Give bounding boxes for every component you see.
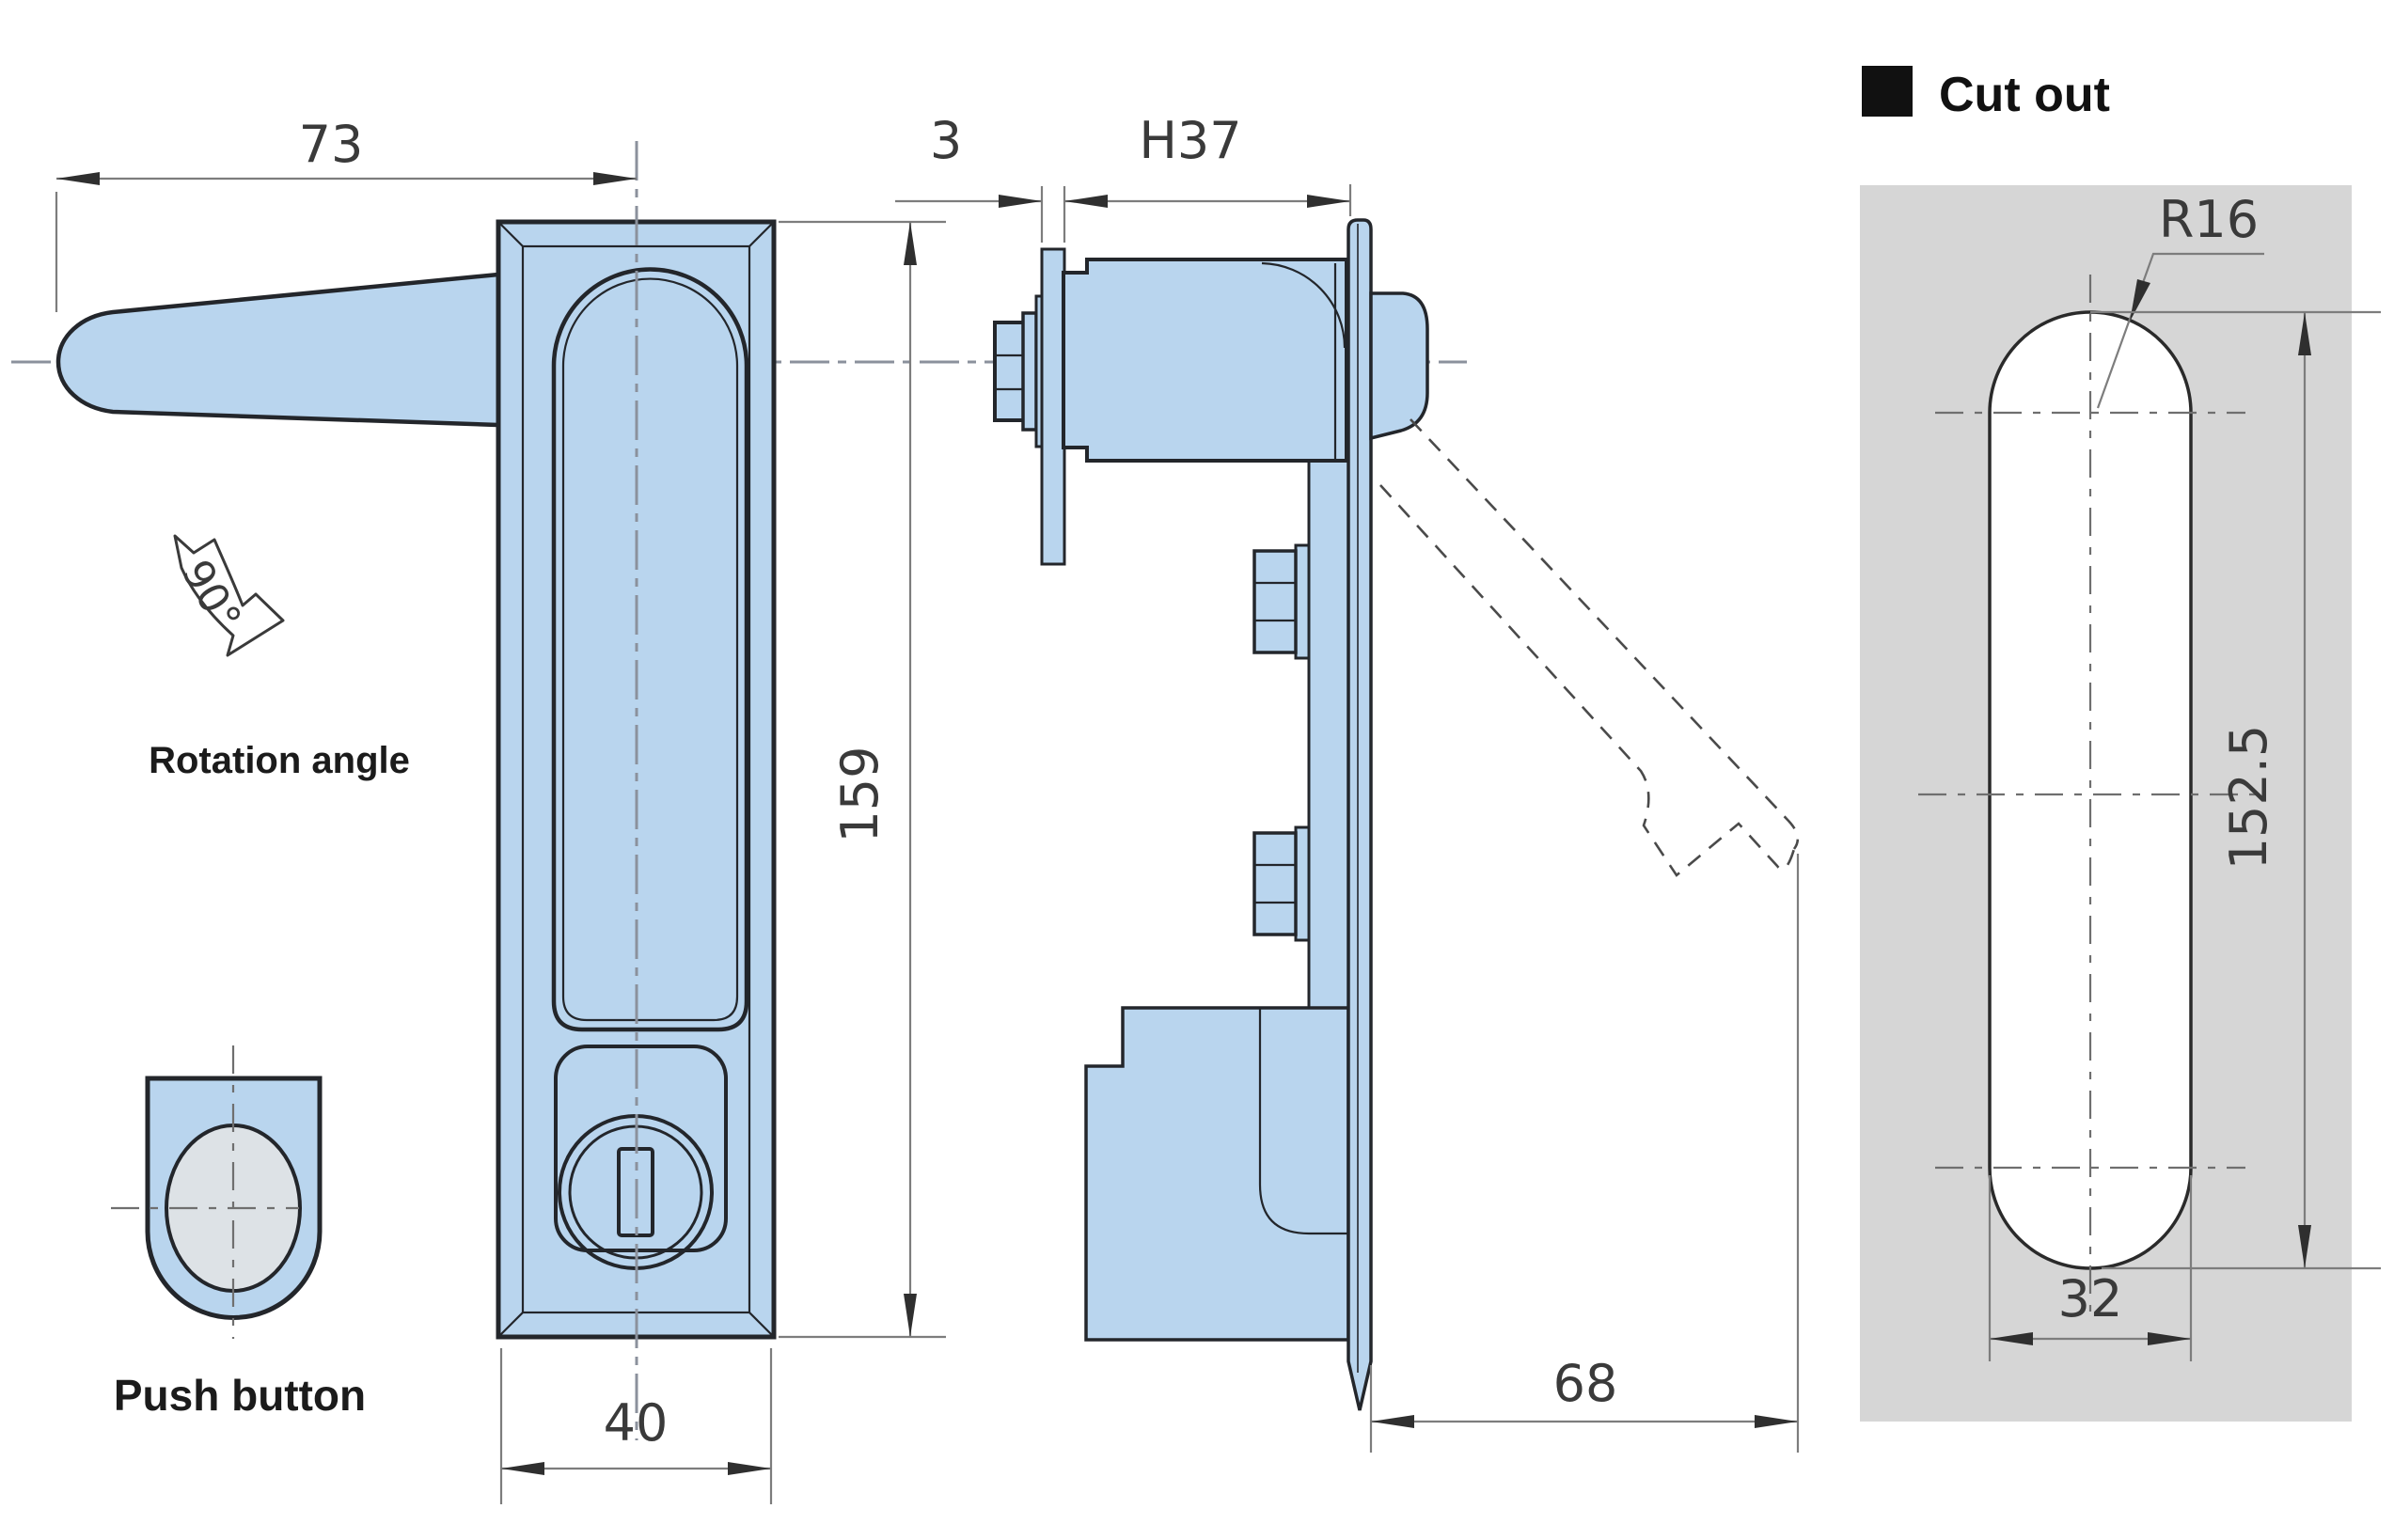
dim-handle-height: H37	[1064, 111, 1352, 216]
dim-cutout-height: 152.5	[2090, 310, 2381, 1270]
dim-h37-text: H37	[1139, 111, 1241, 170]
handle-hub-boss	[1369, 291, 1429, 441]
handle-front	[55, 272, 501, 428]
mount-bolt-upper	[1252, 543, 1311, 660]
dim-body-width: 40	[499, 1348, 773, 1504]
bevel-corner-tr	[748, 221, 775, 247]
dim-protrusion: 68	[1369, 854, 1800, 1453]
dim-152-5-text: 152.5	[2219, 725, 2278, 871]
dim-body-height: 159	[779, 220, 946, 1339]
door-plate	[1040, 247, 1066, 566]
dim-32-text: 32	[2058, 1269, 2123, 1328]
bevel-corner-bl	[497, 1312, 524, 1338]
rotation-arrow-icon	[173, 534, 285, 657]
latch-bracket	[1084, 1006, 1350, 1342]
dim-73-text: 73	[299, 115, 364, 174]
bevel-corner-tl	[497, 221, 524, 247]
spindle-washer	[1021, 311, 1038, 432]
rotation-annotation: 90° Rotation angle	[149, 534, 410, 781]
dim-r16-text: R16	[2159, 190, 2259, 249]
cutout-title: Cut out	[1939, 68, 2110, 122]
push-button-detail: Push button	[111, 1045, 366, 1420]
push-button-label: Push button	[114, 1371, 366, 1420]
keyhole-recess	[554, 1045, 728, 1252]
dim-door-thickness: 3	[895, 111, 1066, 243]
dim-159-text: 159	[830, 746, 890, 842]
cutout-view: Cut out R16 152.5	[1860, 66, 2381, 1422]
rotation-angle-label: Rotation angle	[149, 740, 410, 781]
lock-case	[1062, 258, 1348, 463]
rotated-handle-inner-dashed	[1379, 484, 1796, 877]
escutcheon-side-profile	[1347, 218, 1373, 1411]
rotated-handle-outer-dashed	[1410, 418, 1800, 850]
dim-3-text: 3	[930, 111, 962, 170]
handle-recess-outline	[551, 267, 749, 1032]
section-marker-icon	[1862, 66, 1913, 117]
mount-bolt-lower	[1252, 825, 1311, 942]
front-view: 73 159 40	[55, 115, 946, 1504]
dim-68-text: 68	[1553, 1354, 1618, 1413]
dim-cutout-width: 32	[1988, 1175, 2193, 1361]
bevel-corner-br	[748, 1312, 775, 1338]
side-view: 3 H37 68	[895, 111, 1800, 1453]
dim-40-text: 40	[604, 1393, 669, 1453]
dim-handle-length: 73	[55, 115, 637, 312]
latch-bracket-inner-line	[1258, 1008, 1348, 1235]
dim-corner-radius: R16	[2096, 190, 2264, 409]
spindle-nut	[993, 321, 1027, 422]
handle-recess-inner-line	[561, 277, 739, 1022]
hub-shoulder-arc	[1261, 261, 1347, 349]
